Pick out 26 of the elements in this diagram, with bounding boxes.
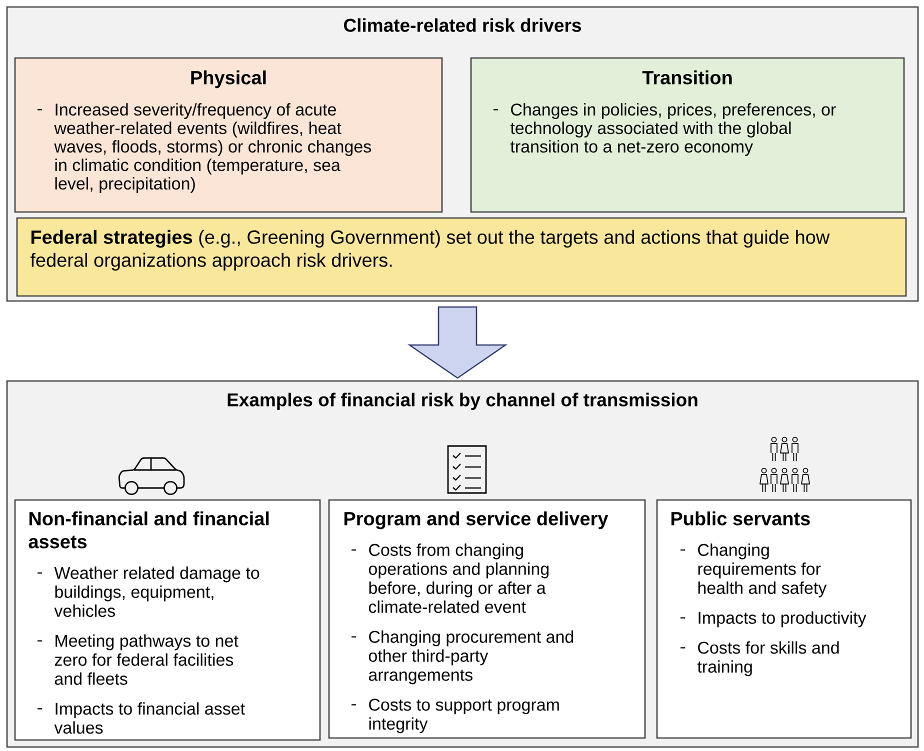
panel-title: Climate-related risk drivers: [344, 18, 581, 32]
panel-title: Examples of financial risk by channel of transmission: [228, 392, 698, 410]
box-heading: Non-financial and financial assets: [28, 511, 269, 548]
note-box: [16, 217, 907, 297]
bullet-text: Costs for skills and training: [697, 641, 839, 676]
box-heading: Transition: [642, 70, 732, 84]
box-heading: Physical: [191, 70, 266, 88]
driver-box: [14, 57, 443, 213]
box-heading: Program and service delivery: [344, 511, 608, 530]
bullet-text: Meeting pathways to net zero for federal facilities and fleets: [54, 634, 238, 685]
box-heading: Public servants: [671, 511, 810, 526]
bullet-text: Impacts to productivity: [698, 611, 866, 628]
bullet-text: Increased severity/frequency of acute weather-related events (wildfires, heat waves, floods, storms) or chronic changes in climatic condition (temperature, sea level, precipitation): [54, 103, 372, 193]
bullet-text: Costs to support program integrity: [369, 698, 559, 734]
channel-box: [328, 499, 646, 739]
bullet-text: Weather related damage to buildings, equipment, vehicles: [54, 566, 260, 617]
note-text: Federal strategies (e.g., Greening Government) set out the targets and actions that guide how federal organizations approach risk drivers.: [30, 230, 830, 271]
channel-box: [14, 499, 321, 741]
driver-box: [470, 57, 905, 213]
bullet-text: Impacts to financial asset values: [54, 702, 245, 734]
bullet-text: Changes in policies, prices, preferences, or technology associated with the global transition to a net-zero economy: [510, 103, 836, 156]
bullet-text: Changing requirements for health and safety: [698, 543, 827, 598]
block-arrow: [407, 306, 508, 379]
bullet-text: Costs from changing operations and planning before, during or after a climate-related event: [368, 543, 549, 613]
bullet-text: Changing procurement and other third-party arrangements: [368, 630, 574, 684]
channel-box: [656, 499, 912, 739]
